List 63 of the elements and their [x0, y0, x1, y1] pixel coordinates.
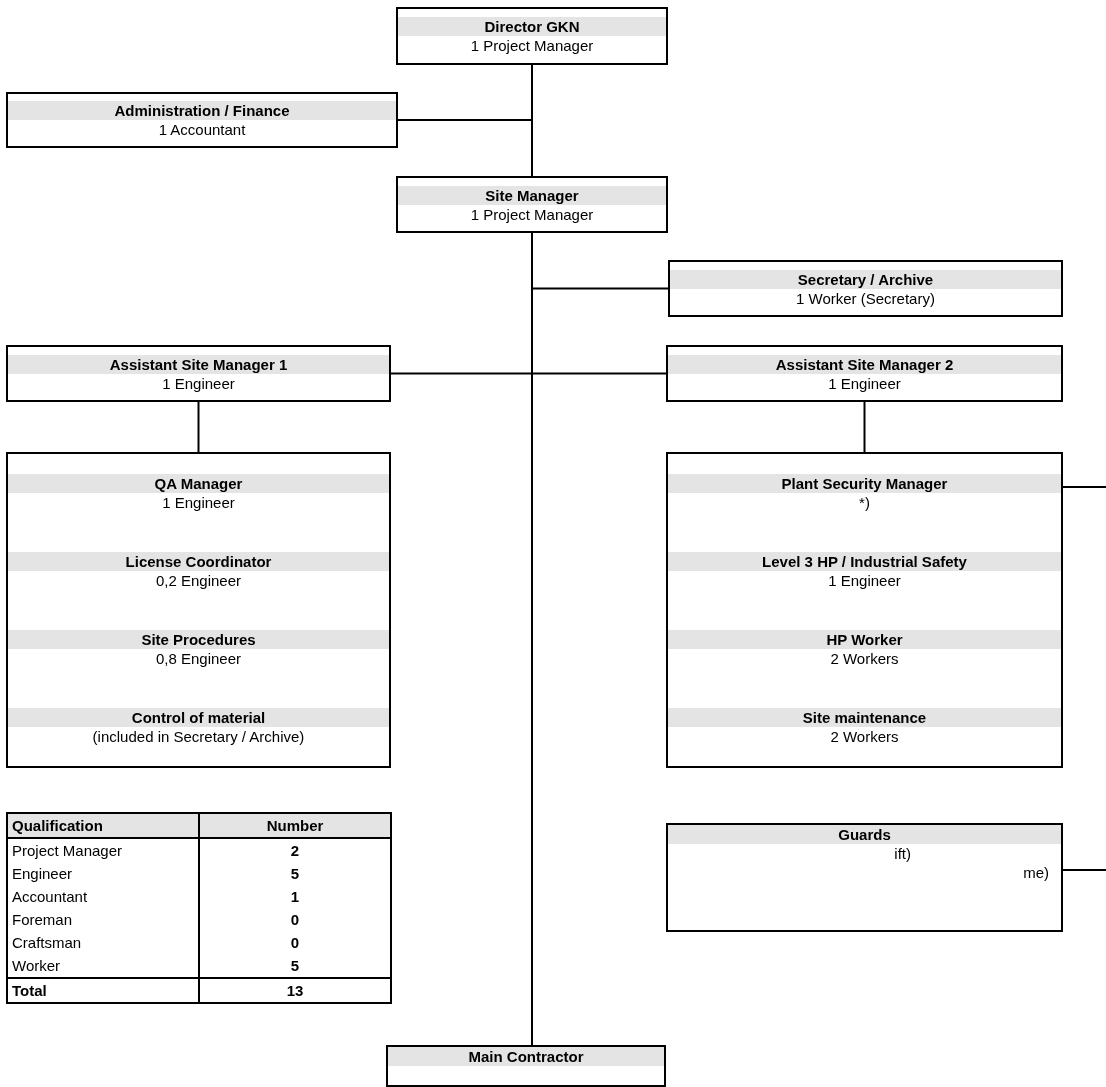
connector-line: [197, 401, 200, 453]
text-fragment: ift): [893, 844, 912, 863]
role-title: Site maintenance: [668, 708, 1061, 727]
staff-count: 1 Project Manager: [469, 204, 595, 224]
table-cell: 13: [199, 978, 391, 1003]
staff-count: 1 Engineer: [161, 493, 236, 512]
table-cell: Qualification: [7, 813, 199, 838]
role-title: Guards: [668, 825, 1061, 844]
role-title: Level 3 HP / Industrial Safety: [668, 552, 1061, 571]
table-cell: Craftsman: [7, 931, 199, 954]
connector-line: [1062, 869, 1106, 871]
org-unit-box: [6, 452, 391, 768]
role-title: Site Procedures: [8, 630, 389, 649]
staff-count: 1 Engineer: [827, 571, 902, 590]
org-unit-box: [386, 1045, 666, 1087]
staff-count: 0,8 Engineer: [154, 649, 243, 668]
role-title: Assistant Site Manager 2: [668, 354, 1061, 374]
table-cell: 5: [199, 954, 391, 978]
table-cell: Engineer: [7, 862, 199, 885]
staff-count: 0,2 Engineer: [154, 571, 243, 590]
role-title: Director GKN: [398, 17, 666, 36]
org-unit-box: [666, 452, 1063, 768]
table-cell: Total: [7, 978, 199, 1003]
staff-count: 1 Engineer: [161, 373, 236, 393]
table-cell: 2: [199, 838, 391, 862]
role-title: Administration / Finance: [8, 101, 396, 120]
org-unit-box: [396, 176, 668, 233]
staff-count: 1 Project Manager: [469, 36, 595, 55]
role-title: HP Worker: [668, 630, 1061, 649]
table-cell: Accountant: [7, 885, 199, 908]
org-unit-box: [666, 823, 1063, 932]
table-cell: 0: [199, 931, 391, 954]
connector-line: [531, 64, 533, 177]
staff-count: *): [858, 493, 871, 512]
org-unit-box: [668, 260, 1063, 317]
role-title: QA Manager: [8, 474, 389, 493]
staff-count: 1 Engineer: [827, 373, 902, 393]
connector-line: [863, 401, 866, 453]
role-title: Main Contractor: [388, 1047, 664, 1066]
org-unit-box: [6, 92, 398, 148]
staff-count: 2 Workers: [829, 727, 900, 746]
org-unit-box: [6, 345, 391, 402]
table-cell: Foreman: [7, 908, 199, 931]
staff-count: 2 Workers: [829, 649, 900, 668]
table-cell: Worker: [7, 954, 199, 978]
table-cell: Number: [199, 813, 391, 838]
role-title: Plant Security Manager: [668, 474, 1061, 493]
role-title: Control of material: [8, 708, 389, 727]
org-unit-box: [666, 345, 1063, 402]
table-cell: 5: [199, 862, 391, 885]
org-unit-box: [396, 7, 668, 65]
table-cell: 0: [199, 908, 391, 931]
table-cell: Project Manager: [7, 838, 199, 862]
role-title: Site Manager: [398, 185, 666, 205]
staff-count: 1 Worker (Secretary): [795, 288, 936, 308]
table-cell: 1: [199, 885, 391, 908]
role-title: License Coordinator: [8, 552, 389, 571]
role-title: Assistant Site Manager 1: [8, 354, 389, 374]
text-fragment: me): [1022, 863, 1050, 882]
role-title: Secretary / Archive: [670, 269, 1061, 289]
staff-count: (included in Secretary / Archive): [91, 727, 306, 746]
connector-line: [1062, 486, 1106, 488]
staff-count: 1 Accountant: [157, 120, 247, 139]
